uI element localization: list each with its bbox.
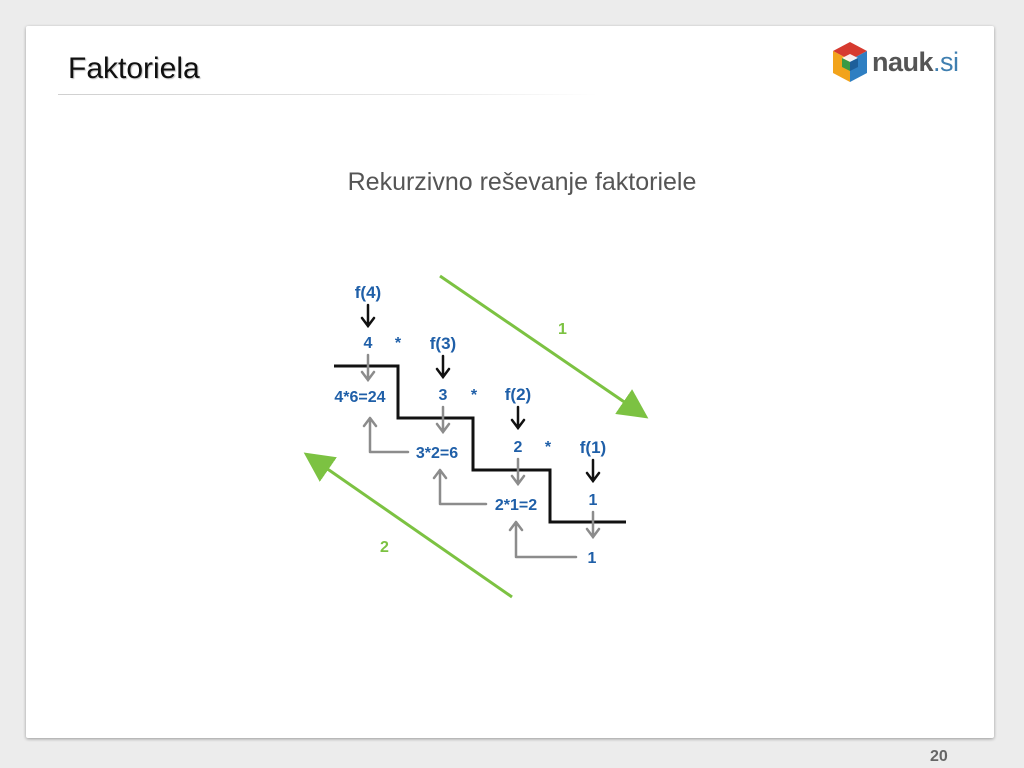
page-number: 20: [930, 748, 948, 765]
cube-logo-icon: [833, 42, 867, 82]
descent-phase-label: 1: [558, 321, 567, 338]
recursion-stairs: [334, 364, 626, 524]
return-arrow-icon: [508, 520, 578, 559]
call-f2: f(2): [505, 385, 531, 404]
ascent-phase-label: 2: [380, 539, 389, 556]
evaluate-arrow-icon: [585, 510, 601, 540]
evaluate-arrow-icon: [435, 405, 451, 435]
multiply-operator: *: [471, 387, 478, 404]
nauk-logo: nauk.si: [830, 38, 959, 86]
call-f3: f(3): [430, 334, 456, 353]
slide-title: Faktoriela: [68, 52, 200, 85]
call-f4: f(4): [355, 283, 381, 302]
result-f3: 3*2=6: [416, 445, 458, 462]
evaluate-arrow-icon: [360, 353, 376, 383]
descent-phase-arrow: [439, 274, 649, 419]
logo-brand: nauk: [872, 46, 934, 77]
result-f2: 2*1=2: [495, 497, 537, 514]
logo-wordmark: nauk.si: [872, 47, 959, 78]
value-1: 1: [589, 492, 598, 509]
value-2: 2: [514, 439, 523, 456]
multiply-operator: *: [545, 439, 552, 456]
logo-suffix: .si: [933, 46, 959, 77]
call-arrow-icon: [510, 405, 526, 431]
return-arrow-icon: [362, 416, 410, 454]
call-arrow-icon: [435, 354, 451, 380]
value-4: 4: [364, 335, 373, 352]
title-divider: [58, 94, 598, 95]
result-f4: 4*6=24: [334, 389, 385, 406]
call-arrow-icon: [585, 458, 601, 484]
slide-subtitle: Rekurzivno reševanje faktoriele: [347, 168, 697, 196]
ascent-phase-arrow: [303, 452, 513, 599]
slide: [26, 26, 994, 738]
result-f1: 1: [588, 550, 597, 567]
value-3: 3: [439, 387, 448, 404]
call-arrow-icon: [360, 303, 376, 329]
call-f1: f(1): [580, 438, 606, 457]
recursion-diagram: 1 2 f(4) f(3) f(2) f(1) 4 3 2 1 * * * 4*…: [303, 274, 649, 599]
evaluate-arrow-icon: [510, 457, 526, 487]
return-arrow-icon: [432, 468, 488, 506]
multiply-operator: *: [395, 335, 402, 352]
